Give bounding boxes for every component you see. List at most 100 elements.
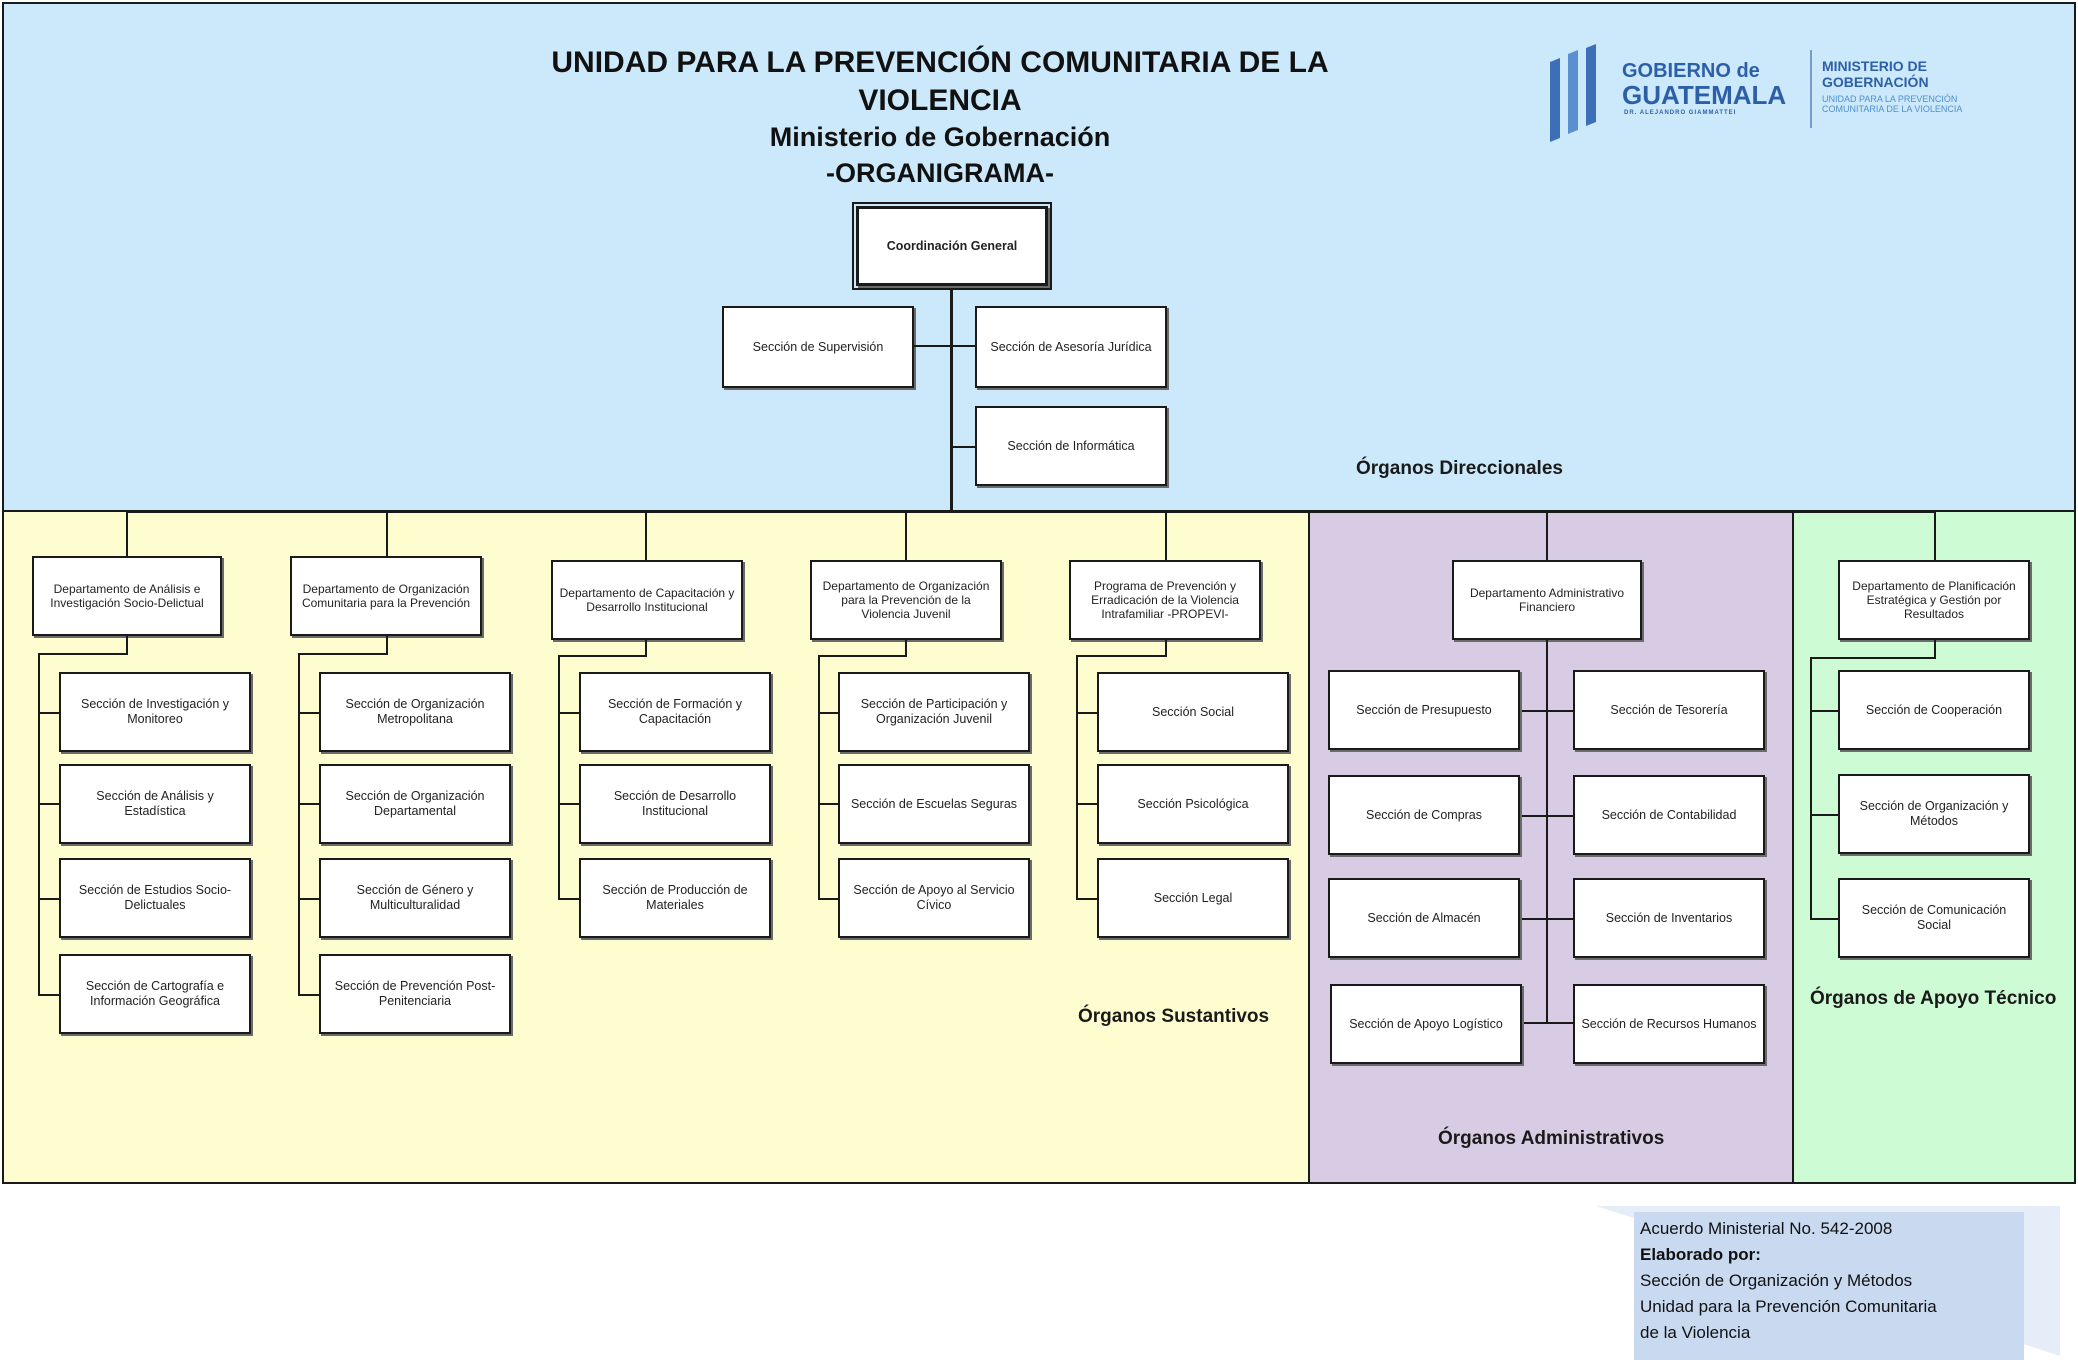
connector-line	[1546, 640, 1548, 1024]
connector-line	[1521, 1022, 1575, 1024]
label-organos-administrativos: Órganos Administrativos	[1438, 1128, 1665, 1149]
footer-note: Acuerdo Ministerial No. 542-2008 Elabora…	[1634, 1212, 2024, 1360]
box-seccion-comunicacion-social: Sección de Comunicación Social	[1838, 878, 2030, 958]
connector-line	[645, 640, 647, 656]
gov-line-1: GOBIERNO de	[1622, 60, 1760, 82]
connector-line	[950, 446, 975, 448]
box-seccion-cooperacion: Sección de Cooperación	[1838, 670, 2030, 750]
connector-line	[38, 994, 59, 996]
ministry-line-2: GOBERNACIÓN	[1822, 74, 1929, 90]
gov-line-2: GUATEMALA	[1622, 80, 1787, 110]
box-seccion-estudios-socio-delictuales: Sección de Estudios Socio-Delictuales	[59, 858, 251, 938]
connector-line	[298, 712, 319, 714]
connector-line	[38, 803, 59, 805]
connector-line	[298, 898, 319, 900]
label-organos-apoyo-tecnico: Órganos de Apoyo Técnico	[1810, 988, 2057, 1009]
box-seccion-asesoria-juridica: Sección de Asesoría Jurídica	[975, 306, 1167, 388]
connector-line	[558, 803, 579, 805]
box-seccion-compras: Sección de Compras	[1328, 775, 1520, 855]
connector-line	[818, 803, 839, 805]
note-line-3: Sección de Organización y Métodos	[1640, 1271, 1913, 1290]
box-programa-propevi: Programa de Prevención y Erradicación de…	[1069, 560, 1261, 640]
connector-line	[298, 653, 300, 995]
connector-line	[558, 898, 579, 900]
connector-line	[1810, 918, 1838, 920]
box-seccion-almacen: Sección de Almacén	[1328, 878, 1520, 958]
connector-line	[1810, 814, 1838, 816]
note-line-4: Unidad para la Prevención Comunitaria	[1640, 1297, 1937, 1316]
box-depto-administrativo-financiero: Departamento Administrativo Financiero	[1452, 560, 1642, 640]
connector-line	[818, 712, 839, 714]
connector-line	[1519, 815, 1575, 817]
connector-line	[1076, 655, 1078, 899]
box-seccion-produccion-materiales: Sección de Producción de Materiales	[579, 858, 771, 938]
box-depto-organizacion-comunitaria: Departamento de Organización Comunitaria…	[290, 556, 482, 636]
connector-line	[818, 898, 839, 900]
connector-line	[645, 510, 647, 560]
note-line-5: de la Violencia	[1640, 1323, 1751, 1342]
government-logo: GOBIERNO de GUATEMALA DR. ALEJANDRO GIAM…	[1548, 42, 2018, 142]
box-seccion-organizacion-metropolitana: Sección de Organización Metropolitana	[319, 672, 511, 752]
box-seccion-participacion-juvenil: Sección de Participación y Organización …	[838, 672, 1030, 752]
box-depto-capacitacion-desarrollo: Departamento de Capacitación y Desarroll…	[551, 560, 743, 640]
connector-line	[905, 640, 907, 656]
title-line-1: UNIDAD PARA LA PREVENCIÓN COMUNITARIA DE…	[551, 46, 1329, 79]
connector-line	[1519, 918, 1575, 920]
connector-line	[1810, 657, 1812, 919]
note-line-1: Acuerdo Ministerial No. 542-2008	[1640, 1219, 1893, 1238]
connector-line	[298, 803, 319, 805]
logo-divider	[1810, 50, 1812, 128]
box-coordinacion-general: Coordinación General	[852, 202, 1052, 290]
connector-line	[950, 290, 953, 512]
chart-name: -ORGANIGRAMA-	[826, 158, 1054, 188]
connector-line	[1165, 640, 1167, 656]
connector-line	[298, 994, 319, 996]
connector-line	[818, 655, 820, 899]
box-seccion-informatica: Sección de Informática	[975, 406, 1167, 486]
connector-line	[126, 636, 128, 654]
note-line-2: Elaborado por:	[1640, 1245, 1761, 1264]
connector-line	[1519, 710, 1575, 712]
connector-line	[905, 510, 907, 560]
connector-line	[914, 345, 975, 347]
connector-line	[38, 712, 59, 714]
box-seccion-escuelas-seguras: Sección de Escuelas Seguras	[838, 764, 1030, 844]
connector-line	[126, 510, 1936, 513]
box-seccion-servicio-civico: Sección de Apoyo al Servicio Cívico	[838, 858, 1030, 938]
box-seccion-formacion-capacitacion: Sección de Formación y Capacitación	[579, 672, 771, 752]
connector-line	[298, 653, 388, 655]
box-depto-planificacion-estrategica: Departamento de Planificación Estratégic…	[1838, 560, 2030, 640]
box-seccion-genero-multiculturalidad: Sección de Género y Multiculturalidad	[319, 858, 511, 938]
connector-line	[558, 655, 647, 657]
box-seccion-social: Sección Social	[1097, 672, 1289, 752]
connector-line	[1076, 655, 1167, 657]
box-seccion-recursos-humanos: Sección de Recursos Humanos	[1573, 984, 1765, 1064]
connector-line	[38, 898, 59, 900]
box-seccion-supervision: Sección de Supervisión	[722, 306, 914, 388]
box-seccion-organizacion-metodos: Sección de Organización y Métodos	[1838, 774, 2030, 854]
connector-line	[38, 653, 40, 995]
subtitle: Ministerio de Gobernación	[769, 122, 1111, 152]
connector-line	[126, 510, 128, 556]
connector-line	[558, 655, 560, 899]
box-seccion-analisis-estadistica: Sección de Análisis y Estadística	[59, 764, 251, 844]
box-seccion-psicologica: Sección Psicológica	[1097, 764, 1289, 844]
connector-line	[1934, 510, 1936, 560]
connector-line	[1076, 803, 1097, 805]
box-seccion-inventarios: Sección de Inventarios	[1573, 878, 1765, 958]
gov-line-3: DR. ALEJANDRO GIAMMATTEI	[1624, 110, 1737, 116]
connector-line	[1076, 898, 1097, 900]
label-organos-direccionales: Órganos Direccionales	[1356, 458, 1563, 479]
title-line-2: VIOLENCIA	[858, 84, 1022, 117]
box-seccion-legal: Sección Legal	[1097, 858, 1289, 938]
connector-line	[38, 653, 128, 655]
connector-line	[1546, 510, 1548, 560]
connector-line	[1076, 712, 1097, 714]
ministry-line-4: COMUNITARIA DE LA VIOLENCIA	[1822, 104, 1963, 114]
box-seccion-prevencion-post-penitenciaria: Sección de Prevención Post-Penitenciaria	[319, 954, 511, 1034]
connector-line	[1165, 510, 1167, 560]
box-seccion-desarrollo-institucional: Sección de Desarrollo Institucional	[579, 764, 771, 844]
connector-line	[386, 636, 388, 654]
connector-line	[1934, 640, 1936, 658]
ministry-line-1: MINISTERIO DE	[1822, 58, 1928, 74]
